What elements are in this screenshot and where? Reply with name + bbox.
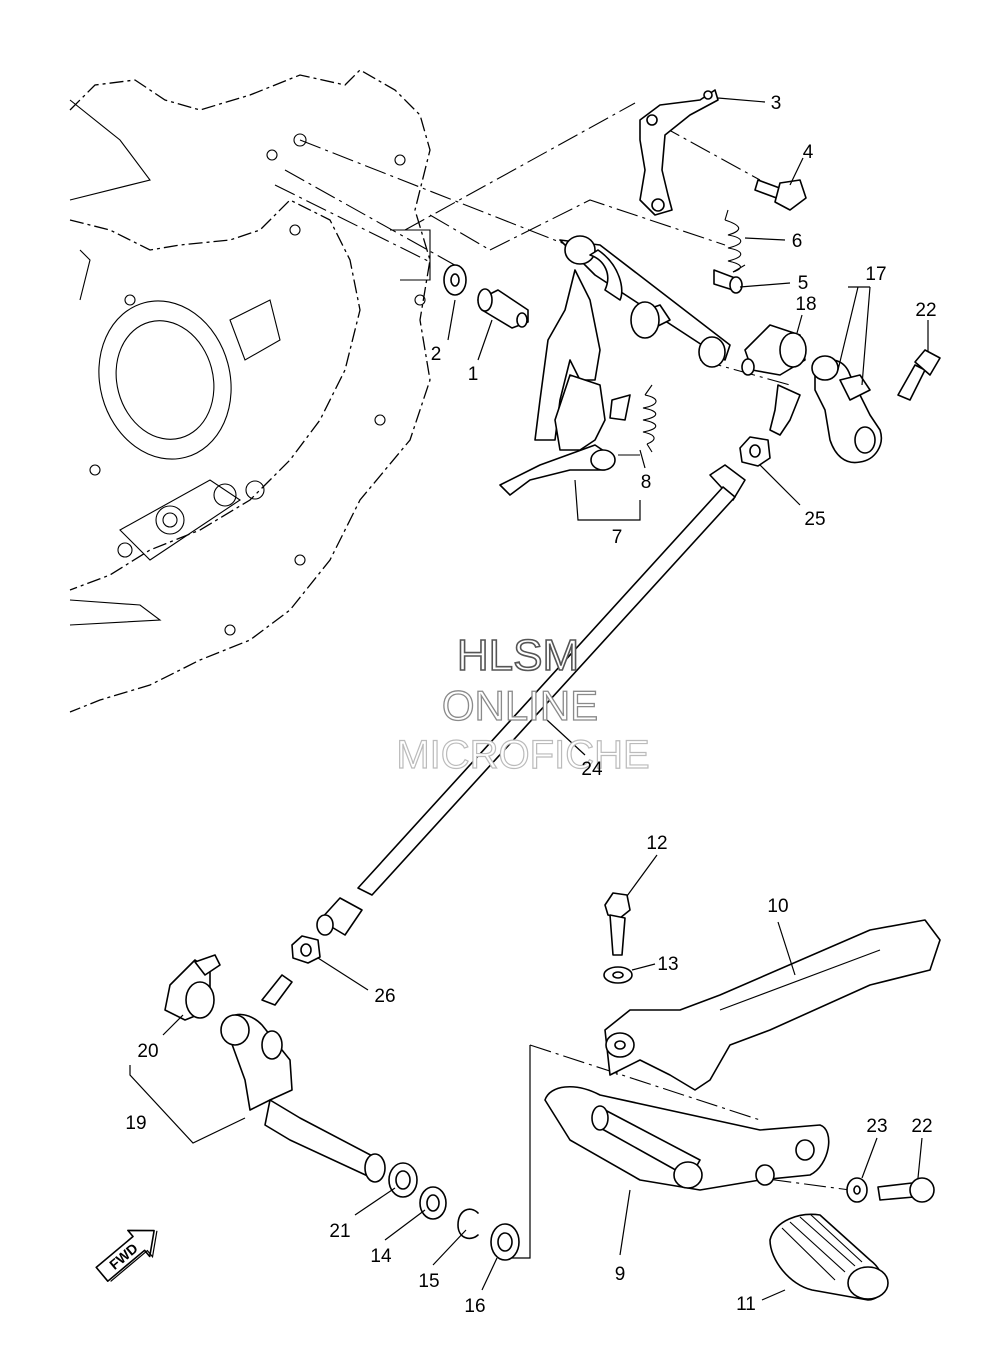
bolt-part-22-top bbox=[897, 349, 941, 401]
spring-part-8 bbox=[642, 384, 657, 453]
callout-25: 25 bbox=[804, 509, 825, 530]
shift-shaft-assembly bbox=[499, 235, 731, 496]
callout-15: 15 bbox=[418, 1271, 439, 1292]
callout-16: 16 bbox=[464, 1296, 485, 1317]
pin-part-5 bbox=[713, 269, 743, 294]
collar-part-16 bbox=[490, 1223, 520, 1261]
callout-11: 11 bbox=[736, 1294, 756, 1315]
shift-rod-part-24 bbox=[316, 464, 746, 936]
callout-18: 18 bbox=[795, 294, 816, 315]
shift-arm-part-17 bbox=[769, 355, 882, 464]
callout-19: 19 bbox=[125, 1113, 146, 1134]
callout-8: 8 bbox=[641, 472, 652, 493]
callout-5: 5 bbox=[798, 273, 809, 294]
watermark-line-2: ONLINE bbox=[442, 682, 598, 729]
callout-2: 2 bbox=[431, 344, 442, 365]
callout-10: 10 bbox=[767, 896, 788, 917]
shift-arm-part-19 bbox=[220, 974, 386, 1183]
assembly-guide-lines bbox=[274, 102, 851, 1191]
forward-arrow-icon: FWD bbox=[95, 1229, 158, 1282]
callout-22-top: 22 bbox=[915, 300, 936, 321]
joint-part-18 bbox=[741, 324, 807, 376]
washer-part-2 bbox=[443, 264, 467, 296]
bolt-part-4 bbox=[754, 179, 807, 211]
pin-part-1 bbox=[477, 288, 529, 329]
callout-numbers: 3 4 6 5 17 22 18 2 1 8 25 7 24 12 10 13 … bbox=[125, 93, 936, 1317]
callout-17: 17 bbox=[865, 264, 886, 285]
stopper-lever-part-3 bbox=[639, 89, 719, 216]
nut-part-26 bbox=[291, 935, 321, 964]
callout-23: 23 bbox=[866, 1116, 887, 1137]
circlip-part-15 bbox=[457, 1208, 479, 1240]
oil-seal-part-21 bbox=[388, 1162, 418, 1198]
joint-part-20 bbox=[164, 954, 221, 1021]
callout-12: 12 bbox=[646, 833, 667, 854]
spring-part-6 bbox=[724, 209, 746, 273]
callout-14: 14 bbox=[370, 1246, 392, 1267]
callout-4: 4 bbox=[803, 142, 814, 163]
watermark-line-1: HLSM bbox=[457, 631, 579, 680]
bolt-part-22-lower bbox=[877, 1177, 935, 1203]
callout-21: 21 bbox=[329, 1221, 350, 1242]
nut-part-25 bbox=[739, 436, 771, 467]
callout-6: 6 bbox=[792, 231, 803, 252]
watermark-line-3: MICROFICHE bbox=[396, 733, 649, 777]
leader-lines bbox=[129, 97, 929, 1301]
callout-26: 26 bbox=[374, 986, 395, 1007]
washer-part-13 bbox=[603, 966, 633, 984]
callout-22-lower: 22 bbox=[911, 1116, 932, 1137]
watermark: HLSM ONLINE MICROFICHE bbox=[396, 630, 651, 777]
bolt-part-12 bbox=[604, 892, 631, 956]
callout-13: 13 bbox=[657, 954, 678, 975]
callout-24: 24 bbox=[581, 759, 603, 780]
shift-pedal-part-10 bbox=[604, 919, 941, 1091]
crankcase-cover bbox=[69, 69, 431, 713]
callout-1: 1 bbox=[468, 364, 479, 385]
shift-rubber-part-11 bbox=[769, 1213, 889, 1301]
callout-3: 3 bbox=[771, 93, 782, 114]
washer-part-14 bbox=[419, 1186, 447, 1220]
washer-part-23 bbox=[846, 1177, 868, 1203]
callout-20: 20 bbox=[137, 1041, 158, 1062]
callout-7: 7 bbox=[612, 527, 623, 548]
shift-lever-part-9 bbox=[544, 1085, 830, 1191]
callout-9: 9 bbox=[615, 1264, 626, 1285]
